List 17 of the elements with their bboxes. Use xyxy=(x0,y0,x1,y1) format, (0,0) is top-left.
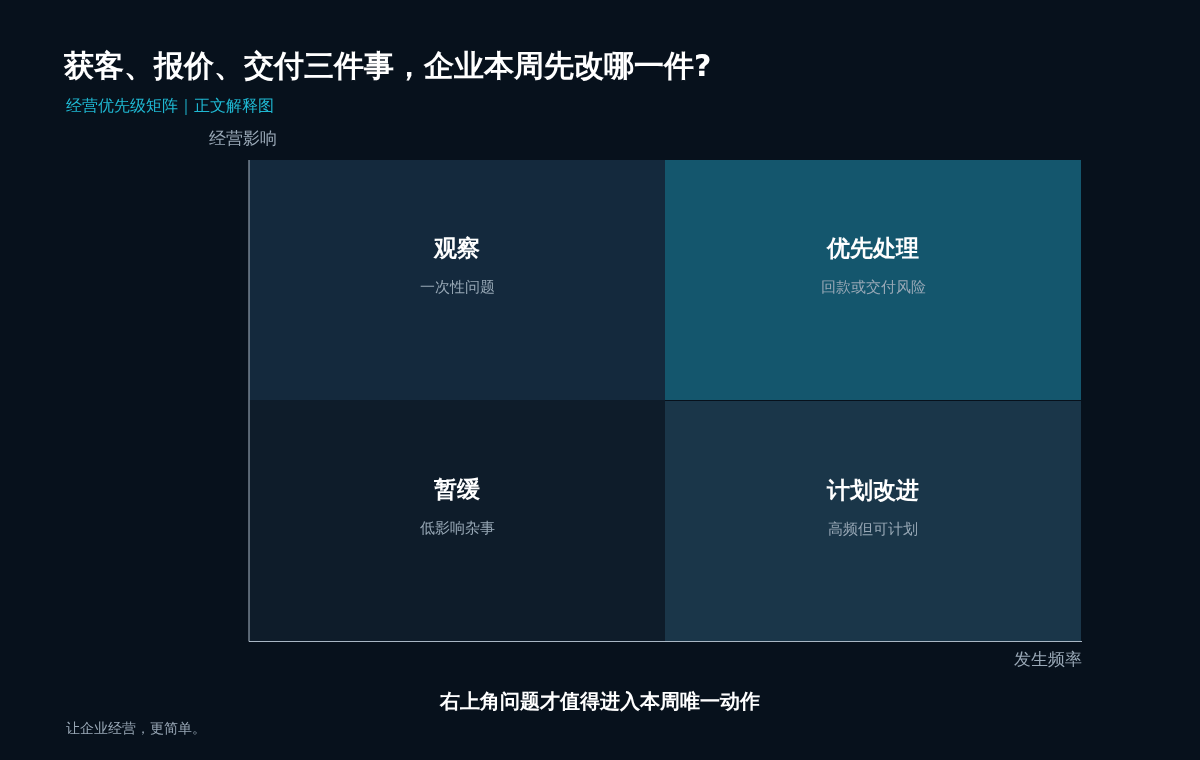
footer-text: 让企业经营，更简单。 xyxy=(66,719,206,738)
caption: 右上角问题才值得进入本周唯一动作 xyxy=(440,689,760,713)
quadrant-panel xyxy=(249,160,665,400)
quadrant-title: 优先处理 xyxy=(827,234,919,263)
quadrant-description: 一次性问题 xyxy=(419,277,495,297)
quadrant-title: 暂缓 xyxy=(434,474,480,504)
quadrant-panel xyxy=(665,160,1081,400)
quadrant-title: 计划改进 xyxy=(827,475,919,505)
axis-label: 经营影响 xyxy=(209,127,277,149)
title: 获客、报价、交付三件事，企业本周先改哪一件? xyxy=(64,47,712,85)
quadrant-panel xyxy=(665,401,1081,642)
quadrant-description: 低影响杂事 xyxy=(419,517,495,538)
quadrant-description: 回款或交付风险 xyxy=(820,277,926,297)
quadrant-title: 观察 xyxy=(434,234,480,263)
subtitle: 经营优先级矩阵｜正文解释图 xyxy=(66,95,274,117)
quadrant-description: 高频但可计划 xyxy=(828,518,918,539)
quadrant-panel xyxy=(249,400,665,641)
